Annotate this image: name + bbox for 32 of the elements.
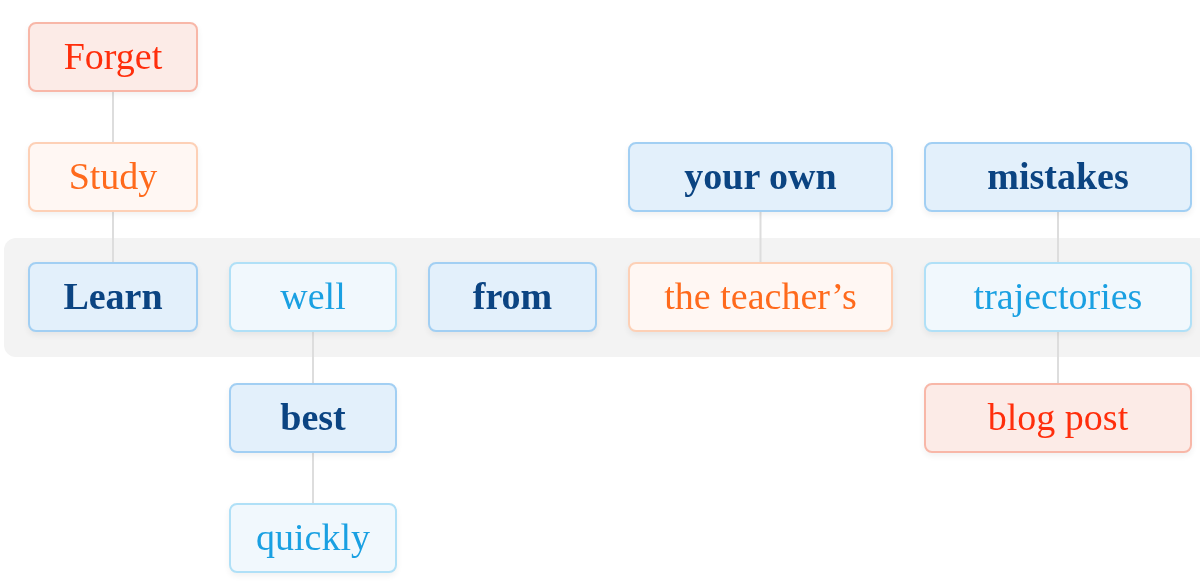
word-box (229, 383, 397, 453)
connector-line (1057, 331, 1059, 384)
word-text: mistakes (987, 156, 1129, 198)
connector-line (112, 211, 114, 263)
word-text: Learn (63, 276, 163, 318)
word-box (924, 383, 1192, 453)
word-text: the teacher’s (664, 276, 857, 318)
word-box (628, 262, 893, 332)
connector-line (112, 91, 114, 143)
connector-line (312, 331, 314, 384)
word-box (28, 262, 198, 332)
connector-line (312, 452, 314, 504)
row-band (4, 238, 1200, 357)
connector-line (1057, 211, 1059, 263)
word-box (28, 142, 198, 212)
word-text: trajectories (973, 276, 1143, 318)
word-box (924, 262, 1192, 332)
word-text: your own (684, 156, 837, 198)
word-text: blog post (987, 397, 1129, 439)
word-box (428, 262, 597, 332)
word-text: quickly (256, 517, 370, 559)
word-box (28, 22, 198, 92)
connector-line (759, 211, 762, 263)
word-text: from (472, 276, 553, 318)
word-box (229, 262, 397, 332)
word-box (229, 503, 397, 573)
word-text: well (280, 276, 346, 318)
word-text: Forget (63, 36, 163, 78)
word-text: Study (68, 156, 158, 198)
word-box (628, 142, 893, 212)
word-text: best (280, 397, 346, 439)
word-box (924, 142, 1192, 212)
